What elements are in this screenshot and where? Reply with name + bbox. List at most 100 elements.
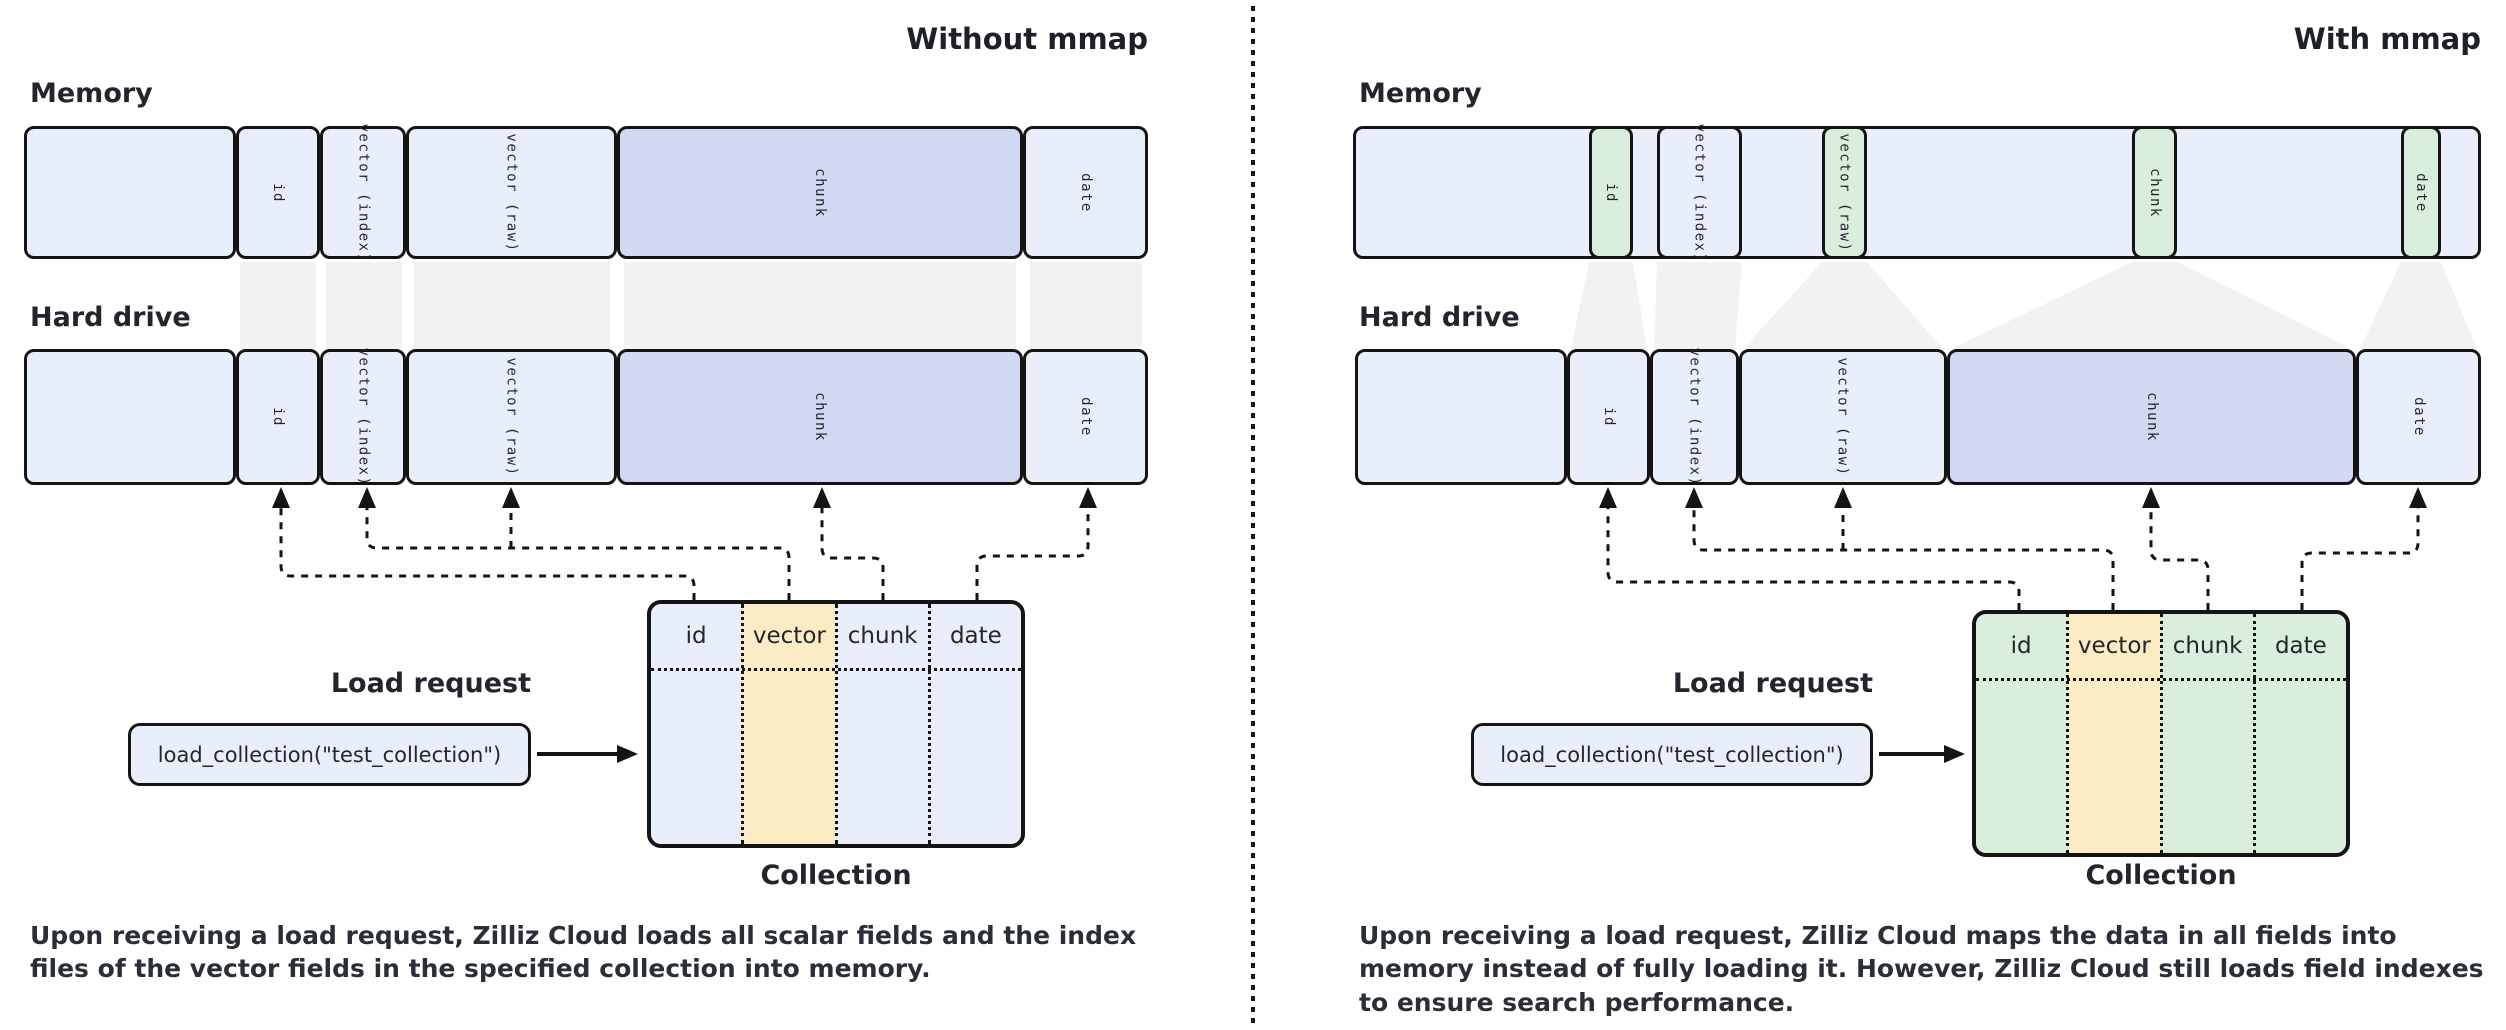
map-funnel-chunk <box>1951 262 2352 349</box>
dashed-arrow-vector-index <box>1685 487 2115 610</box>
memory-segment-chunk: chunk <box>2132 126 2177 259</box>
collection-label: Collection <box>760 860 912 891</box>
segment-label: vector (raw) <box>1835 357 1851 477</box>
dashed-arrow-date <box>2300 487 2427 610</box>
collection-table: id vector chunk date <box>1972 610 2350 857</box>
drive-segment-id: id <box>1567 349 1650 485</box>
segment-label: vector (index) <box>1691 122 1708 263</box>
segment-label: id <box>1600 407 1617 427</box>
load-request-label: Load request <box>330 668 531 699</box>
memory-label: Memory <box>1359 78 1482 109</box>
memory-segment-free <box>24 126 236 259</box>
segment-label: date <box>1077 397 1094 437</box>
load-request-box: load_collection("test_collection") <box>1471 723 1873 786</box>
drive-segment-free <box>1355 349 1567 485</box>
memory-segment-free <box>1353 126 2481 259</box>
segment-label: id <box>269 182 286 203</box>
drive-segment-free <box>24 349 236 485</box>
drive-segment-date: date <box>1023 349 1148 485</box>
segment-label: vector (index) <box>1686 347 1703 487</box>
segment-label: date <box>2410 397 2427 437</box>
drive-segment-vector-raw: vector (raw) <box>406 349 617 485</box>
memory-segment-vector-index: vector (index) <box>320 122 406 263</box>
panel-without-mmap: Without mmap Memory id vector (index) ve… <box>24 22 1148 983</box>
dashed-arrow-vector-index <box>358 487 791 600</box>
panel-divider <box>1251 6 1255 1024</box>
column-header: id <box>685 623 707 649</box>
collection-label: Collection <box>2085 860 2237 891</box>
memory-segment-vector-index: vector (index) <box>1657 122 1742 263</box>
dashed-arrow-date <box>975 487 1097 600</box>
dashed-arrow-chunk <box>2142 487 2210 610</box>
panel-title: With mmap <box>2293 22 2481 56</box>
column-header: chunk <box>847 623 918 649</box>
column-header: id <box>2010 633 2032 659</box>
copy-band-chunk <box>624 262 1016 349</box>
segment-label: vector (index) <box>355 122 372 263</box>
memory-segment-vector-raw: vector (raw) <box>1822 126 1867 259</box>
map-funnel-vector-raw <box>1743 262 1943 349</box>
header-divider <box>651 668 1021 671</box>
collection-column-vector: vector <box>741 604 835 844</box>
segment-label: date <box>2413 172 2429 213</box>
panel-title: Without mmap <box>906 22 1148 56</box>
copy-band-vector-raw <box>414 262 610 349</box>
segment-label: vector (raw) <box>503 357 520 477</box>
drive-segment-vector-index: vector (index) <box>1650 347 1739 487</box>
dashed-arrow-chunk <box>813 487 885 600</box>
drive-segment-id: id <box>236 349 320 485</box>
collection-column-date: date <box>927 604 1021 844</box>
collection-column-chunk: chunk <box>2159 614 2253 853</box>
collection-column-chunk: chunk <box>834 604 928 844</box>
dashed-arrow-id <box>272 487 696 600</box>
segment-label: chunk <box>2146 167 2163 218</box>
map-funnel-vector-index <box>1654 262 1742 349</box>
drive-segment-date: date <box>2356 349 2481 485</box>
segment-label: vector (raw) <box>1836 132 1853 253</box>
hard-drive-label: Hard drive <box>1359 302 1520 333</box>
drive-segment-chunk: chunk <box>617 349 1023 485</box>
copy-band-vector-index <box>326 262 402 349</box>
memory-segment-date: date <box>1023 126 1148 259</box>
memory-segment-id: id <box>1589 126 1633 259</box>
segment-label: vector (index) <box>355 347 372 487</box>
column-header: chunk <box>2172 633 2243 659</box>
memory-segment-vector-raw: vector (raw) <box>406 126 617 259</box>
segment-label: date <box>1077 172 1094 213</box>
column-header: vector <box>752 623 826 649</box>
collection-table: id vector chunk date <box>647 600 1025 848</box>
segment-label: vector (raw) <box>503 132 520 253</box>
header-divider <box>1976 678 2346 681</box>
panel-with-mmap: With mmap Memory id vector (index) vecto… <box>1253 0 2506 1030</box>
drive-segment-vector-raw: vector (raw) <box>1739 349 1947 485</box>
collection-column-vector: vector <box>2066 614 2160 853</box>
collection-column-date: date <box>2252 614 2346 853</box>
segment-label: chunk <box>812 167 828 218</box>
hard-drive-label: Hard drive <box>30 302 191 333</box>
copy-band-date <box>1030 262 1142 349</box>
collection-column-id: id <box>651 604 741 844</box>
segment-label: id <box>269 407 286 427</box>
load-request-box: load_collection("test_collection") <box>128 723 531 786</box>
segment-label: chunk <box>2143 392 2160 442</box>
memory-label: Memory <box>30 78 153 109</box>
column-header: date <box>949 623 1002 649</box>
copy-band-id <box>240 262 316 349</box>
map-funnel-id <box>1571 262 1647 349</box>
segment-label: chunk <box>812 392 828 442</box>
dashed-arrow-id <box>1599 487 2021 610</box>
panel-caption: Upon receiving a load request, Zilliz Cl… <box>1359 921 2484 1017</box>
drive-segment-chunk: chunk <box>1947 349 2356 485</box>
segment-label: id <box>1602 182 1619 203</box>
load-request-code: load_collection("test_collection") <box>157 742 502 767</box>
collection-column-id: id <box>1976 614 2066 853</box>
memory-segment-id: id <box>236 126 320 259</box>
load-request-label: Load request <box>1672 668 1873 699</box>
map-funnel-date <box>2360 262 2477 349</box>
load-request-code: load_collection("test_collection") <box>1500 742 1844 767</box>
column-header: vector <box>2077 633 2151 659</box>
drive-segment-vector-index: vector (index) <box>320 347 406 487</box>
column-header: date <box>2274 633 2327 659</box>
memory-segment-date: date <box>2401 126 2441 259</box>
